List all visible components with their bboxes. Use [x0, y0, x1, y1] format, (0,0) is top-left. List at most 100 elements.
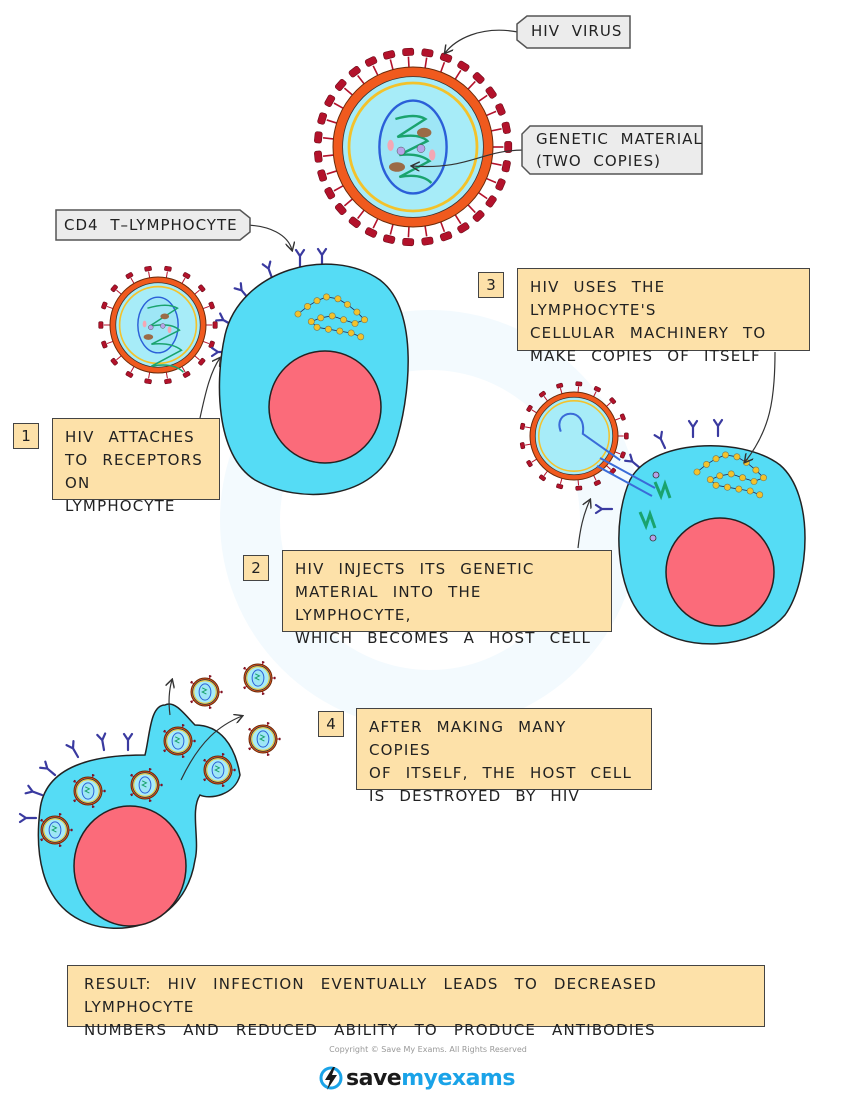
cd4-receptor — [24, 784, 44, 797]
gp120-spike — [164, 265, 172, 272]
spike-stalk — [606, 402, 612, 407]
spike-stalk — [148, 271, 151, 278]
spike-stalk — [389, 59, 394, 70]
gp120-spike — [164, 378, 172, 385]
gp120-spike — [91, 805, 95, 808]
spike-stalk — [531, 409, 537, 414]
integrase — [167, 326, 172, 334]
step-1-line: TO RECEPTORS — [65, 451, 203, 469]
gp120-spike — [110, 357, 118, 366]
spike-stalk — [525, 443, 531, 446]
spike-stalk — [194, 289, 200, 295]
gp120-spike — [402, 238, 415, 247]
gp120-spike — [266, 722, 270, 725]
gp120-spike — [144, 378, 152, 385]
receptor-shape — [39, 760, 57, 777]
cd4-receptor — [294, 248, 306, 268]
viral-rna-strand — [653, 479, 672, 501]
enzyme — [649, 534, 657, 542]
viral-protein-copy — [733, 453, 741, 461]
gp120-spike — [485, 195, 497, 208]
viral-protein-copy — [723, 483, 731, 491]
nucleus — [73, 805, 187, 927]
gp120-spike — [181, 755, 185, 758]
gp120-spike — [160, 783, 163, 787]
spike-stalk — [491, 128, 502, 132]
spike-stalk — [407, 226, 410, 238]
gp120-spike — [538, 474, 546, 482]
gp120-spike — [190, 700, 193, 704]
matrix-ring — [43, 818, 67, 842]
spike-stalk — [106, 305, 114, 310]
gp120-spike — [472, 210, 485, 222]
gp120-spike — [40, 838, 43, 842]
label-hiv-virus-text: HIV VIRUS — [531, 22, 623, 40]
label-cd4-lymphocyte: CD4 T–LYMPHOCYTE — [64, 214, 238, 236]
gp120-spike — [203, 758, 206, 762]
step-2-line: WHICH BECOMES A HOST CELL — [295, 629, 592, 647]
viral-protein-copy — [340, 316, 348, 324]
gp120-spike — [181, 724, 185, 727]
result-line: NUMBERS AND REDUCED ABILITY TO PRODUCE A… — [84, 1021, 656, 1039]
viral-protein-copy — [307, 318, 315, 326]
copyright-text: Copyright © Save My Exams. All Rights Re… — [329, 1045, 527, 1054]
receptor-shape — [24, 784, 44, 797]
gp120-spike — [208, 675, 212, 678]
gp120-spike — [439, 52, 453, 63]
gp120-spike — [495, 178, 506, 191]
injection-tube — [596, 457, 656, 497]
step-3-line: HIV USES THE LYMPHOCYTE'S — [530, 278, 666, 319]
gp120-spike — [144, 265, 152, 272]
gp120-spike — [190, 680, 193, 684]
gp120-spike — [575, 485, 583, 491]
spike-stalk — [454, 214, 462, 225]
gp120-spike — [421, 48, 434, 58]
gp120-spike — [556, 483, 564, 490]
viral-protein-copy — [357, 333, 365, 341]
step-4-line: IS DESTROYED BY HIV — [369, 787, 580, 805]
viral-protein-copy — [334, 295, 342, 303]
step-3-line: CELLULAR MACHINERY TO — [530, 324, 767, 342]
step-3-number: 3 — [478, 272, 504, 298]
spike-stalk — [130, 366, 135, 373]
cd4-lymphocyte-step3 — [594, 418, 806, 645]
viral-rna — [84, 786, 91, 794]
gp120-spike — [364, 227, 378, 238]
viral-protein-copy — [716, 472, 724, 480]
gp120-spike — [40, 818, 43, 822]
spike-stalk — [531, 458, 537, 463]
spike-stalk — [148, 372, 151, 379]
gp120-spike — [526, 460, 533, 468]
spike-stalk — [593, 391, 597, 397]
gp120-spike — [110, 284, 118, 293]
integrase — [387, 139, 394, 151]
gp120-spike — [103, 789, 106, 793]
gp120-spike — [324, 94, 336, 107]
spike-stalk — [525, 426, 531, 429]
gp120-spike — [125, 371, 134, 378]
viral-protein-copy — [304, 302, 311, 310]
receptor-shape — [294, 248, 306, 268]
gp120-spike — [243, 666, 246, 670]
reverse-transcriptase — [389, 162, 405, 172]
gp120-spike — [208, 706, 212, 709]
gp120-spike — [324, 187, 336, 200]
spike-stalk — [116, 355, 122, 361]
gp120-spike — [198, 284, 206, 293]
released-virus-particles — [40, 661, 281, 847]
save-my-exams-logo[interactable]: save my exams — [318, 1065, 515, 1091]
gp120-spike — [248, 727, 251, 731]
cd4-receptor — [18, 812, 38, 824]
viral-protein-copy — [752, 466, 760, 474]
nucleus — [665, 517, 775, 627]
receptor-shape — [624, 453, 642, 470]
gp120-spike — [130, 793, 133, 797]
gp120-spike — [193, 739, 196, 743]
spike-stalk — [372, 65, 379, 76]
step-3-line: MAKE COPIES OF ITSELF — [530, 347, 761, 365]
viral-rna-strand — [638, 509, 657, 531]
cd4-receptor — [261, 260, 274, 280]
gp120-spike — [402, 47, 415, 56]
spike-stalk — [593, 475, 597, 481]
viral-protein-copy — [712, 481, 720, 489]
